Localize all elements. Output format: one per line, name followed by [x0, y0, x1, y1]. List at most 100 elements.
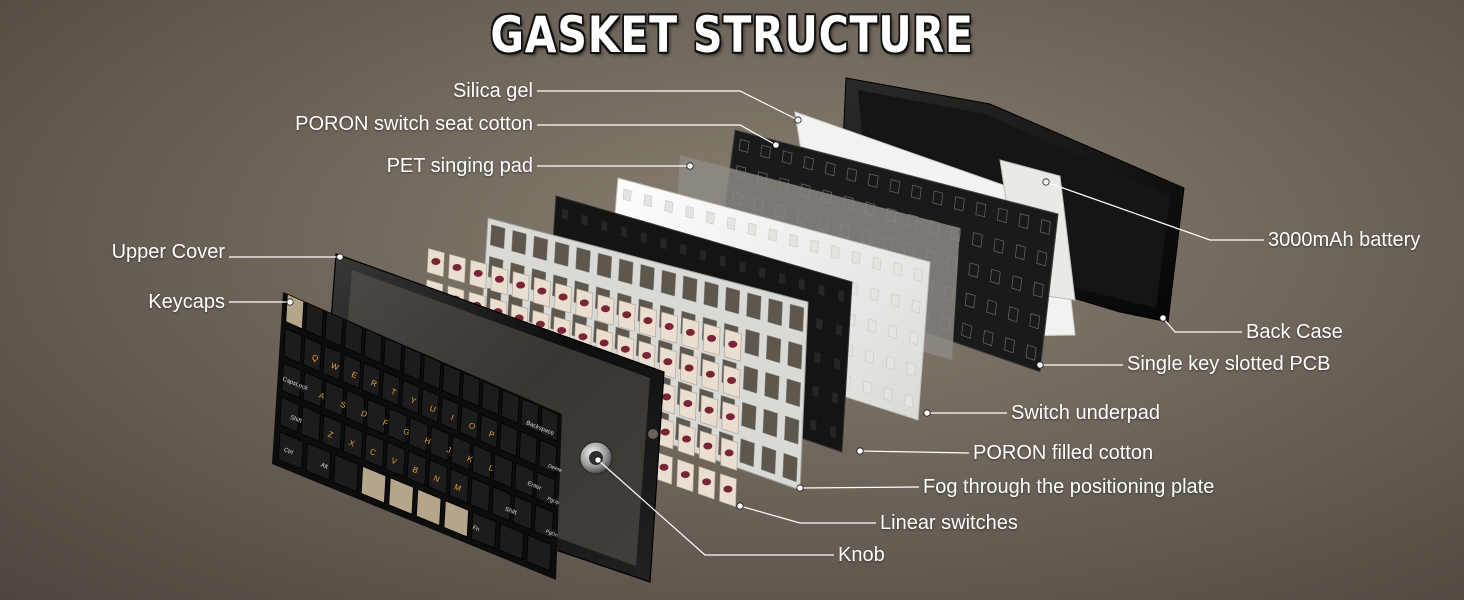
switch-stem [642, 351, 652, 359]
switch-stem [431, 258, 441, 266]
switch-stem [578, 333, 588, 341]
keycap [385, 441, 406, 478]
plate-cutout [767, 298, 783, 327]
keycap [470, 477, 491, 513]
keycap [493, 453, 514, 489]
poron-cell [660, 237, 667, 250]
pcb-trace [1029, 313, 1041, 330]
keycap [500, 389, 520, 425]
keycap [366, 398, 387, 435]
keycap [402, 345, 422, 382]
switch-stem [682, 435, 692, 443]
underpad-cell [747, 222, 757, 237]
keycap-legend: K [466, 454, 475, 465]
keycap [499, 422, 518, 457]
keycap [538, 439, 558, 474]
keycap [381, 370, 401, 407]
poron-cell [818, 284, 825, 297]
underpad-cell [664, 199, 674, 214]
leader-line-silica-gel [537, 90, 799, 121]
keycap-legend: F [381, 418, 389, 428]
pcb-trace [993, 238, 1005, 254]
switch-stem [537, 287, 547, 295]
pcb-trace [975, 201, 987, 218]
keycap [277, 431, 304, 470]
keycap [333, 454, 359, 493]
keycap-legend: D [360, 409, 369, 420]
leader-dot-battery [1042, 178, 1050, 186]
keycap [498, 523, 525, 561]
underpad-cell [685, 205, 695, 219]
keycap [491, 486, 512, 522]
label-keycaps: Keycaps [148, 291, 225, 313]
keycap-legend-shift: Shift [289, 415, 303, 425]
keycap [540, 406, 559, 442]
keycap-legend-enter: Enter [526, 481, 542, 492]
pcb-trace [986, 299, 998, 316]
keycap-legend-pgdn: PgDn [545, 529, 559, 539]
leader-dot-switch-underpad [923, 409, 931, 417]
keycap-legend-delete: Delete [547, 463, 563, 474]
label-upper-cover: Upper Cover [111, 241, 225, 263]
underpad-cell [885, 355, 895, 371]
leader-dot-linear-switches [736, 502, 744, 510]
label-silica-gel: Silica gel [452, 80, 533, 102]
poron-cell [835, 323, 843, 336]
keycap-legend: E [350, 370, 358, 380]
poron-cell [581, 214, 588, 226]
switch-stem [723, 485, 733, 493]
switch-stem [558, 293, 568, 301]
keycap [479, 413, 499, 449]
underpad-cell [809, 239, 819, 254]
plate-cutout [744, 328, 760, 357]
switch-stem [707, 334, 717, 342]
poron-cell [699, 249, 707, 261]
keycap-legend: N [432, 474, 441, 485]
keycap-legend: R [370, 378, 379, 389]
pcb-trace [760, 144, 771, 159]
leader-dot-single-key-pcb [1036, 361, 1044, 369]
leader-line-knob [597, 459, 834, 556]
leader-line-battery [1045, 181, 1264, 241]
poron-cell [798, 278, 805, 291]
underpad-cell [890, 293, 900, 308]
underpad-cell [909, 330, 919, 346]
leader-line-positioning-plate [799, 486, 920, 489]
keycap [518, 430, 538, 466]
keycap [440, 396, 460, 432]
underpad-cell [643, 194, 653, 208]
underpad-cell [869, 287, 879, 302]
keycap-legend: M [453, 482, 463, 493]
pcb-trace [1032, 281, 1044, 298]
keycap [322, 345, 342, 381]
pcb-trace [910, 184, 922, 200]
poron-cell [620, 226, 628, 238]
keycap-legend: J [445, 445, 452, 455]
leader-line-poron-switch-seat-cotton [537, 124, 777, 146]
keycap [321, 414, 343, 451]
keycap-legend-right-shift: Shift [504, 507, 518, 517]
plate-cutout [489, 224, 506, 250]
plate-cutout [575, 247, 591, 273]
keycap [344, 319, 363, 356]
pcb-trace [1004, 337, 1015, 354]
keycap-legend: G [402, 427, 411, 438]
keycap [450, 435, 471, 471]
keycap [302, 371, 323, 408]
pcb-trace [889, 179, 901, 194]
plate-cutout [760, 445, 777, 475]
pcb-trace [964, 292, 976, 309]
plate-cutout [554, 241, 570, 267]
switch-stem [705, 370, 715, 378]
plate-cutout [739, 438, 755, 468]
keycap-legend-fn: Fn [471, 525, 480, 533]
keycap [364, 432, 385, 469]
leader-dot-poron-filled-cotton [856, 447, 864, 455]
keycap [383, 337, 403, 373]
plate-cutout [785, 378, 801, 408]
keycap [279, 396, 300, 433]
switch-stem [622, 311, 632, 319]
keycap-legend: B [411, 465, 419, 475]
